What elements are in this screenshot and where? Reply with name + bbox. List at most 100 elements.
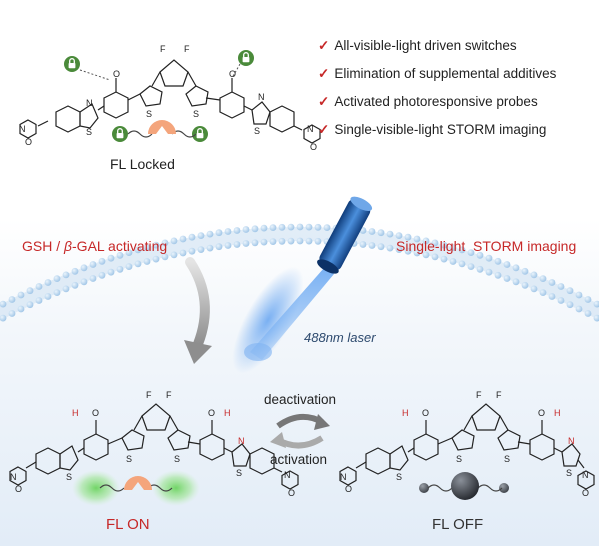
membrane-bead	[98, 257, 106, 265]
membrane-bead	[197, 232, 205, 240]
activation-arrow	[184, 257, 212, 364]
membrane-bead	[287, 223, 295, 231]
membrane-bead	[143, 258, 151, 265]
atom-h: H	[554, 408, 561, 418]
membrane-bead	[539, 275, 547, 282]
membrane-bead	[233, 227, 241, 234]
membrane-bead	[503, 261, 511, 268]
membrane-bead	[314, 223, 322, 231]
membrane-bead	[116, 251, 124, 259]
membrane-bead	[134, 246, 142, 254]
membrane-bead	[548, 279, 556, 286]
membrane-bead	[413, 235, 421, 243]
deactivation-label: deactivation	[264, 392, 337, 407]
cell-membrane	[0, 223, 599, 322]
membrane-bead	[278, 237, 286, 245]
locked-probe-inset	[111, 120, 209, 143]
check-icon: ✓	[318, 38, 330, 53]
membrane-bead	[575, 291, 583, 299]
membrane-bead	[440, 255, 448, 263]
atom-n: N	[307, 124, 314, 134]
membrane-bead	[161, 239, 169, 247]
membrane-bead	[242, 240, 250, 247]
membrane-bead	[386, 244, 394, 252]
atom-s: S	[456, 454, 462, 464]
molecule-locked	[19, 49, 321, 144]
feature-text: All-visible-light driven switches	[334, 38, 517, 53]
membrane-bead	[314, 237, 322, 245]
atom-labels-fl-on: N O S H O S F F S O H N S N O	[10, 390, 295, 498]
membrane-bead	[170, 237, 178, 245]
atom-n: N	[582, 470, 589, 480]
check-icon: ✓	[318, 94, 330, 109]
feature-text: Elimination of supplemental additives	[334, 66, 557, 81]
atom-s: S	[66, 472, 72, 482]
atom-s: S	[174, 454, 180, 464]
membrane-bead	[197, 246, 205, 254]
atom-o: O	[92, 408, 99, 418]
membrane-bead	[395, 232, 403, 240]
membrane-bead	[62, 271, 70, 279]
membrane-bead	[143, 244, 151, 251]
membrane-bead	[539, 289, 547, 296]
atom-s: S	[193, 109, 199, 119]
atom-f: F	[146, 390, 152, 400]
check-icon: ✓	[318, 66, 330, 81]
atom-s: S	[126, 454, 132, 464]
atom-o: O	[288, 488, 295, 498]
check-icon: ✓	[318, 122, 330, 137]
membrane-bead	[44, 279, 52, 286]
membrane-bead	[431, 239, 439, 247]
laser-device	[232, 196, 373, 374]
membrane-bead	[593, 314, 599, 322]
membrane-bead	[593, 300, 599, 308]
membrane-bead	[35, 297, 43, 304]
membrane-bead	[485, 268, 493, 276]
membrane-bead	[260, 224, 268, 232]
membrane-bead	[485, 254, 493, 262]
membrane-bead	[440, 241, 448, 249]
atom-n: N	[568, 436, 575, 446]
atom-labels-fl-off: N O S H O S F F S O H N S N O	[340, 390, 589, 498]
atom-n: N	[284, 470, 291, 480]
membrane-bead	[368, 228, 376, 235]
membrane-bead	[44, 293, 52, 300]
membrane-bead	[62, 285, 70, 293]
atom-s: S	[236, 468, 242, 478]
membrane-bead	[305, 237, 313, 245]
membrane-beads	[0, 223, 599, 322]
membrane-bead	[188, 233, 196, 241]
membrane-bead	[458, 246, 466, 254]
membrane-bead	[26, 287, 34, 295]
molecule-fl-off	[339, 403, 595, 500]
atom-f: F	[166, 390, 172, 400]
membrane-bead	[125, 249, 133, 256]
membrane-bead	[71, 281, 79, 289]
atom-h: H	[402, 408, 409, 418]
atom-h: H	[72, 408, 79, 418]
membrane-bead	[395, 246, 403, 254]
membrane-bead	[269, 238, 277, 246]
switch-arrows	[270, 413, 330, 449]
membrane-bead	[359, 241, 367, 248]
membrane-bead	[206, 230, 214, 238]
membrane-bead	[98, 271, 106, 279]
membrane-bead	[494, 257, 502, 265]
feature-item: ✓ Single-visible-light STORM imaging	[318, 122, 546, 138]
membrane-bead	[179, 249, 187, 257]
membrane-bead	[557, 297, 565, 304]
membrane-bead	[170, 251, 178, 259]
membrane-bead	[422, 251, 430, 259]
feature-item: ✓ Elimination of supplemental additives	[318, 66, 556, 82]
fl-on-label: FL ON	[106, 516, 150, 533]
membrane-bead	[260, 238, 268, 246]
storm-imaging-label: Single-light STORM imaging	[396, 238, 577, 254]
membrane-bead	[233, 241, 241, 248]
feature-text: Single-visible-light STORM imaging	[334, 122, 547, 137]
membrane-bead	[566, 301, 574, 309]
membrane-bead	[152, 241, 160, 249]
atom-o: O	[538, 408, 545, 418]
activation-suffix: -GAL activating	[72, 238, 168, 254]
membrane-bead	[152, 255, 160, 263]
membrane-bead	[269, 224, 277, 232]
